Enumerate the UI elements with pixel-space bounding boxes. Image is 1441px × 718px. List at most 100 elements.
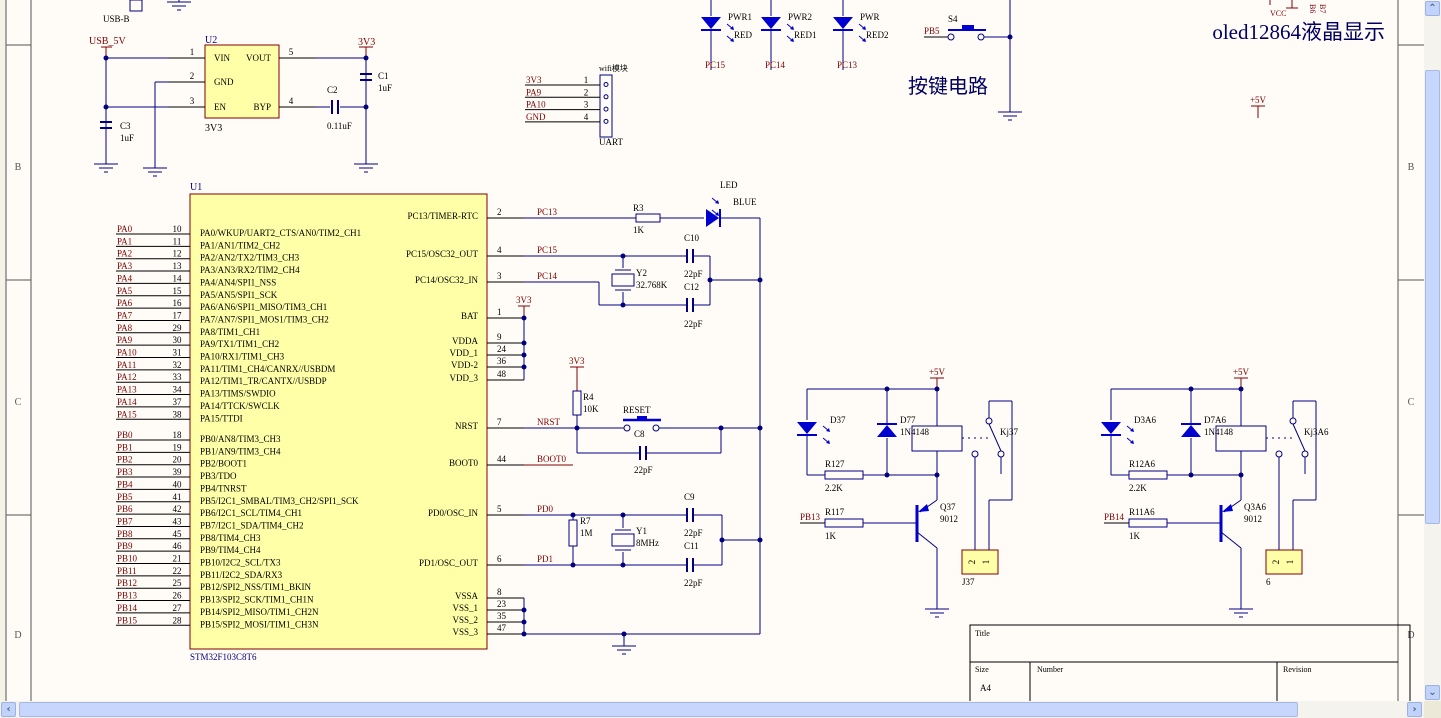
mcu-left-net: PB13 xyxy=(117,591,138,601)
c12-value: 22pF xyxy=(684,319,703,329)
relay-supply: +5V xyxy=(1233,367,1250,377)
mcu-pin-name: VSS_1 xyxy=(452,603,478,613)
button-net: PB5 xyxy=(924,26,940,36)
mcu-pin-number: 46 xyxy=(173,541,183,551)
uart-pin-icon xyxy=(603,94,609,100)
plus5v-label: +5V xyxy=(1250,95,1267,105)
mcu-pin-name: PA2/AN2/TX2/TIM3_CH3 xyxy=(200,253,300,263)
mcu-pin-number: 25 xyxy=(173,578,183,588)
relay-contact xyxy=(997,450,1005,458)
resistor-body xyxy=(572,390,582,416)
resistor-body xyxy=(824,470,864,480)
mcu-pin-name: PB4/TNRST xyxy=(200,483,247,493)
c9-ref: C9 xyxy=(684,492,695,502)
ground-symbol xyxy=(925,597,949,618)
uart-net: PA9 xyxy=(526,87,542,97)
vdd-net: 3V3 xyxy=(516,295,532,305)
mcu-pin-name: PB9/TIM4_CH4 xyxy=(200,545,261,555)
usb-connector-body xyxy=(129,0,143,12)
mcu-left-net: PB5 xyxy=(117,492,133,502)
relay-net: PB13 xyxy=(800,512,821,522)
mcu-pin-number: 38 xyxy=(173,409,183,419)
scroll-up-button[interactable]: ⌃ xyxy=(1425,1,1440,16)
mcu-left-net: PB8 xyxy=(117,529,133,539)
zone-label-left: C xyxy=(15,397,22,408)
reset-ref: RESET xyxy=(623,405,651,415)
flyback-diode-value: 1N4148 xyxy=(900,427,929,437)
c1-ref: C1 xyxy=(378,71,389,81)
mcu-pin-name: PB11/I2C2_SDA/RX3 xyxy=(200,570,283,580)
base-resistor-value: 1K xyxy=(1129,531,1141,541)
switch-contact xyxy=(652,424,660,432)
uart-pin-icon xyxy=(603,82,609,87)
mcu-pin-name: PB14/SPI2_MISO/TIM1_CH2N xyxy=(200,607,319,617)
arrow-head xyxy=(1130,440,1134,444)
transistor-arrow xyxy=(918,504,929,512)
flyback-diode-value: 1N4148 xyxy=(1204,427,1233,437)
mcu-pin-name: PC14/OSC32_IN xyxy=(415,275,479,285)
connector-pin: 1 xyxy=(981,560,991,565)
mcu-pin-name: PA9/TX1/TIM1_CH2 xyxy=(200,339,279,349)
c12-ref: C12 xyxy=(684,282,699,292)
led-emission-icon xyxy=(786,23,794,42)
pin-number: 3 xyxy=(190,96,195,106)
relay-ref: Kj3A6 xyxy=(1304,427,1329,437)
switch-contact xyxy=(977,33,985,41)
y2-ref: Y2 xyxy=(636,268,647,278)
r4-value: 10K xyxy=(583,404,599,414)
chevron-up-icon: ⌃ xyxy=(1428,3,1437,14)
horizontal-scrollbar[interactable]: ‹ › xyxy=(0,701,1424,718)
r4-ref: R4 xyxy=(583,392,594,402)
relay-ref: Kj37 xyxy=(1000,427,1019,437)
mcu-pin-number: 15 xyxy=(173,286,183,296)
horizontal-scroll-thumb[interactable] xyxy=(19,702,1299,717)
mcu-pin-name: PC13/TIMER-RTC xyxy=(408,211,478,221)
mcu-left-net: PA14 xyxy=(117,397,137,407)
junction-dot xyxy=(521,352,527,358)
mcu-pin-name: PA8/TIM1_CH1 xyxy=(200,327,260,337)
pin-name: VIN xyxy=(214,53,230,63)
connector-pin: 1 xyxy=(1285,560,1295,565)
arrow-head xyxy=(715,200,719,204)
junction-dot xyxy=(521,607,527,613)
wire xyxy=(988,423,1002,452)
r7-ref: R7 xyxy=(580,516,591,526)
junction-dot xyxy=(103,55,109,61)
scroll-right-button[interactable]: › xyxy=(1407,702,1422,717)
title-block xyxy=(969,624,1411,701)
mcu-pin-name: PD1/OSC_OUT xyxy=(419,558,479,568)
scroll-down-button[interactable]: ⌄ xyxy=(1425,685,1440,700)
relay-contact xyxy=(1301,450,1309,458)
arrow-head xyxy=(790,38,794,42)
mcu-pin-number: 10 xyxy=(173,224,183,234)
zone-label-right: D xyxy=(1407,630,1414,641)
mcu-pin-number: 29 xyxy=(173,323,183,333)
mcu-pin-number: 32 xyxy=(173,360,182,370)
left-margin xyxy=(0,0,6,701)
ground-symbol xyxy=(94,152,118,173)
mcu-pin-number: 11 xyxy=(173,236,182,246)
arrow-head xyxy=(790,26,794,30)
mcu-left-net: PA9 xyxy=(117,335,133,345)
u1-ref: U1 xyxy=(190,182,202,193)
resistor-body xyxy=(635,213,661,223)
resistor-body xyxy=(1128,470,1168,480)
mcu-left-net: PB9 xyxy=(117,541,133,551)
mcu-left-net: PA1 xyxy=(117,236,132,246)
vertical-scroll-thumb[interactable] xyxy=(1425,70,1440,524)
vertical-scrollbar[interactable]: ⌃ ⌄ xyxy=(1424,0,1441,701)
uart-pin-icon xyxy=(603,106,609,112)
connector-pin: 2 xyxy=(967,560,977,565)
reset-button xyxy=(637,416,647,420)
usb-5v-label: USB_5V xyxy=(89,36,126,47)
relay-contact xyxy=(971,450,979,458)
mcu-left-net: PB11 xyxy=(117,566,137,576)
relay-connector-ref: 6 xyxy=(1266,577,1271,587)
mcu-pin-name: VSSA xyxy=(455,591,479,601)
mcu-pin-number: 18 xyxy=(173,430,183,440)
scroll-left-button[interactable]: ‹ xyxy=(1,702,16,717)
led-emission-icon xyxy=(858,23,866,42)
mcu-right-net: BOOT0 xyxy=(537,454,566,464)
blue-led-icon xyxy=(706,209,719,227)
